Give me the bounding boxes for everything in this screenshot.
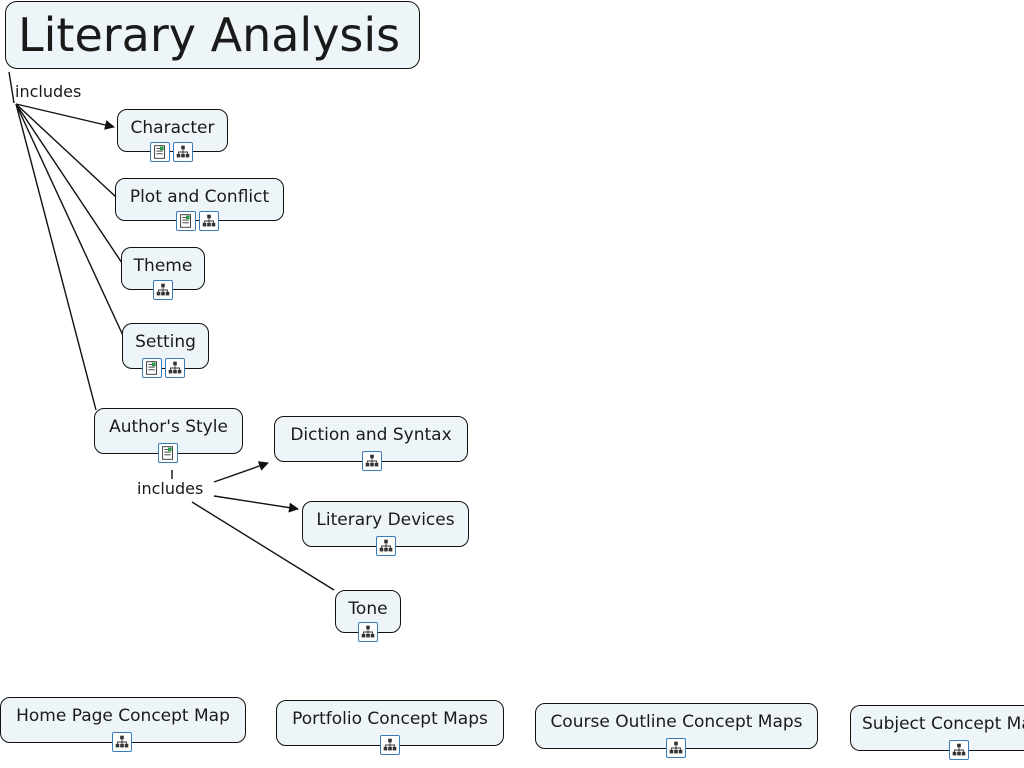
document-resource-icon[interactable] [176, 211, 196, 231]
concept-map-resource-icon[interactable] [380, 735, 400, 755]
link-title-to-includes [8, 71, 15, 104]
document-resource-icon[interactable] [142, 358, 162, 378]
concept-map-resource-icon[interactable] [376, 536, 396, 556]
concept-character[interactable]: Character [117, 109, 228, 152]
nav-portfolio-icons [380, 735, 400, 755]
link-includes-to-theme [15, 103, 125, 267]
link-label-includes-style: includes [136, 479, 205, 498]
concept-map-resource-icon[interactable] [153, 280, 173, 300]
concept-map-resource-icon[interactable] [949, 740, 969, 760]
concept-map-resource-icon[interactable] [358, 622, 378, 642]
concept-character-icons [150, 142, 193, 162]
concept-theme-icons [153, 280, 173, 300]
concept-plot-icons [176, 211, 219, 231]
nav-subject-icons [949, 740, 969, 760]
concept-map-resource-icon[interactable] [199, 211, 219, 231]
link-includes-to-tone [191, 501, 335, 591]
concept-setting-icons [142, 358, 185, 378]
link-includes-to-setting [15, 103, 127, 343]
link-includes-to-diction [213, 461, 269, 483]
concept-map-resource-icon[interactable] [112, 732, 132, 752]
document-resource-icon[interactable] [150, 142, 170, 162]
concept-tone-icons [358, 622, 378, 642]
document-resource-icon[interactable] [158, 443, 178, 463]
nav-subject-concept-maps[interactable]: Subject Concept Maps [850, 705, 1024, 751]
link-includes-to-plot [15, 103, 117, 198]
concept-devices-icons [376, 536, 396, 556]
concept-map-resource-icon[interactable] [173, 142, 193, 162]
link-label-includes-main: includes [14, 82, 83, 101]
link-includes-to-devices [213, 495, 299, 513]
link-includes-to-style [15, 103, 97, 411]
title-concept[interactable]: Literary Analysis [5, 1, 420, 69]
concept-map-resource-icon[interactable] [165, 358, 185, 378]
concept-diction-icons [362, 451, 382, 471]
concept-style-icons [158, 443, 178, 463]
concept-authors-style[interactable]: Author's Style [94, 408, 243, 454]
nav-course-icons [666, 738, 686, 758]
concept-map-resource-icon[interactable] [666, 738, 686, 758]
link-includes-to-character [15, 103, 115, 130]
nav-home-icons [112, 732, 132, 752]
concept-map-resource-icon[interactable] [362, 451, 382, 471]
